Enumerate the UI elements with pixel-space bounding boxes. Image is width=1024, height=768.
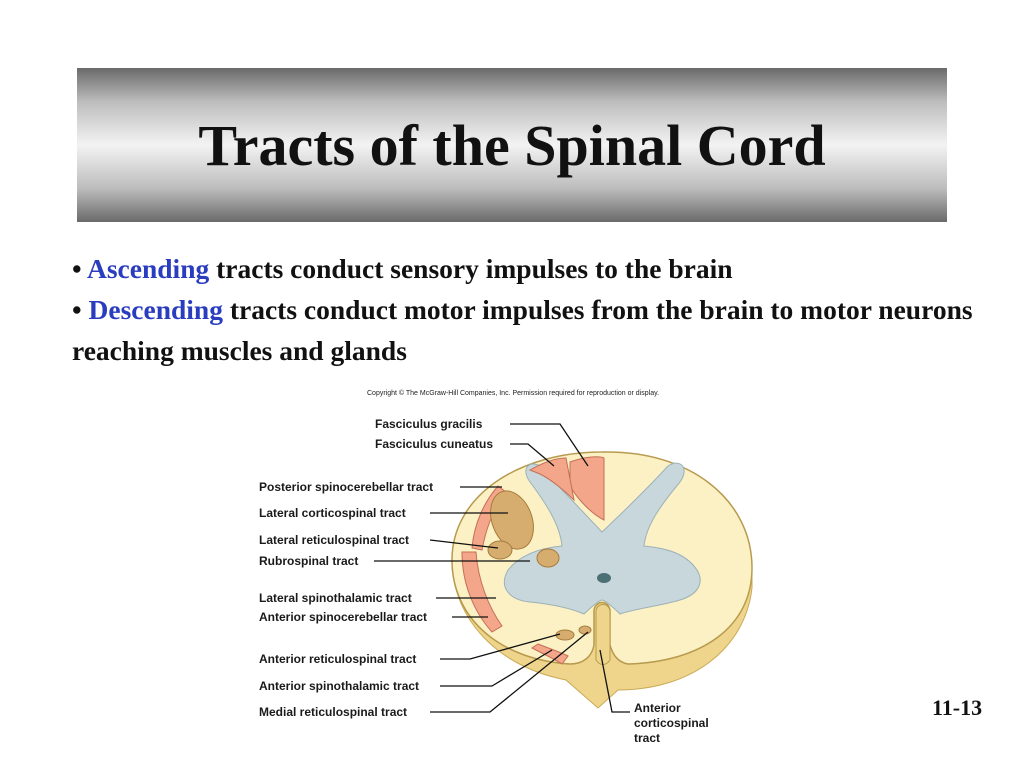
- label-posterior-spinocerebellar: Posterior spinocerebellar tract: [259, 480, 433, 494]
- fasciculus-cuneatus-tract: [528, 457, 575, 502]
- gray-matter: [503, 462, 701, 615]
- rubrospinal-tract: [536, 548, 560, 568]
- label-lateral-spinothalamic: Lateral spinothalamic tract: [259, 591, 412, 605]
- label-anterior-spinothalamic: Anterior spinothalamic tract: [259, 679, 419, 693]
- anterior-median-fissure: [595, 604, 611, 665]
- label-lateral-reticulospinal: Lateral reticulospinal tract: [259, 533, 409, 547]
- leader-line: [430, 631, 589, 713]
- label-anterior-corticospinal-line1: Anterior: [634, 701, 681, 715]
- slide-number: 11-13: [932, 695, 983, 720]
- bullet-list: • Ascending tracts conduct sensory impul…: [72, 248, 992, 371]
- label-anterior-corticospinal-line3: tract: [634, 731, 660, 745]
- leader-line: [440, 633, 561, 660]
- leader-lines: [374, 423, 630, 713]
- label-fasciculus-cuneatus: Fasciculus cuneatus: [375, 437, 493, 451]
- leader-line: [429, 539, 499, 549]
- highlight-ascending: Ascending: [87, 253, 210, 284]
- leader-line: [510, 443, 555, 467]
- label-anterior-corticospinal-line2: corticospinal: [634, 716, 709, 730]
- fasciculus-gracilis-tract: [569, 456, 605, 521]
- bullet-descending: • Descending tracts conduct motor impuls…: [72, 289, 992, 371]
- leader-line: [599, 649, 630, 713]
- lateral-reticulospinal-tract: [487, 540, 513, 560]
- bullet-text: tracts conduct motor impulses from the b…: [72, 294, 973, 366]
- label-fasciculus-gracilis: Fasciculus gracilis: [375, 417, 483, 431]
- bullet-text: tracts conduct sensory impulses to the b…: [209, 253, 733, 284]
- bullet-marker: •: [72, 253, 82, 284]
- medial-reticulospinal-tract: [578, 625, 592, 635]
- highlight-descending: Descending: [88, 294, 223, 325]
- label-anterior-spinocerebellar: Anterior spinocerebellar tract: [259, 610, 427, 624]
- slide-title: Tracts of the Spinal Cord: [198, 112, 826, 178]
- label-lateral-corticospinal: Lateral corticospinal tract: [259, 506, 406, 520]
- copyright-notice: Copyright © The McGraw-Hill Companies, I…: [367, 390, 660, 397]
- title-bar: Tracts of the Spinal Cord: [77, 68, 947, 222]
- label-medial-reticulospinal: Medial reticulospinal tract: [259, 705, 407, 719]
- bullet-marker: •: [72, 294, 82, 325]
- label-rubrospinal: Rubrospinal tract: [259, 554, 358, 568]
- leader-line: [440, 649, 553, 687]
- central-canal: [597, 573, 611, 583]
- lateral-corticospinal-tract: [490, 490, 534, 550]
- anterior-spinothalamic-tract-area: [531, 643, 569, 665]
- leader-line: [510, 423, 589, 467]
- spinothalamic-band: [461, 551, 503, 633]
- label-anterior-reticulospinal: Anterior reticulospinal tract: [259, 652, 416, 666]
- bullet-ascending: • Ascending tracts conduct sensory impul…: [72, 248, 992, 289]
